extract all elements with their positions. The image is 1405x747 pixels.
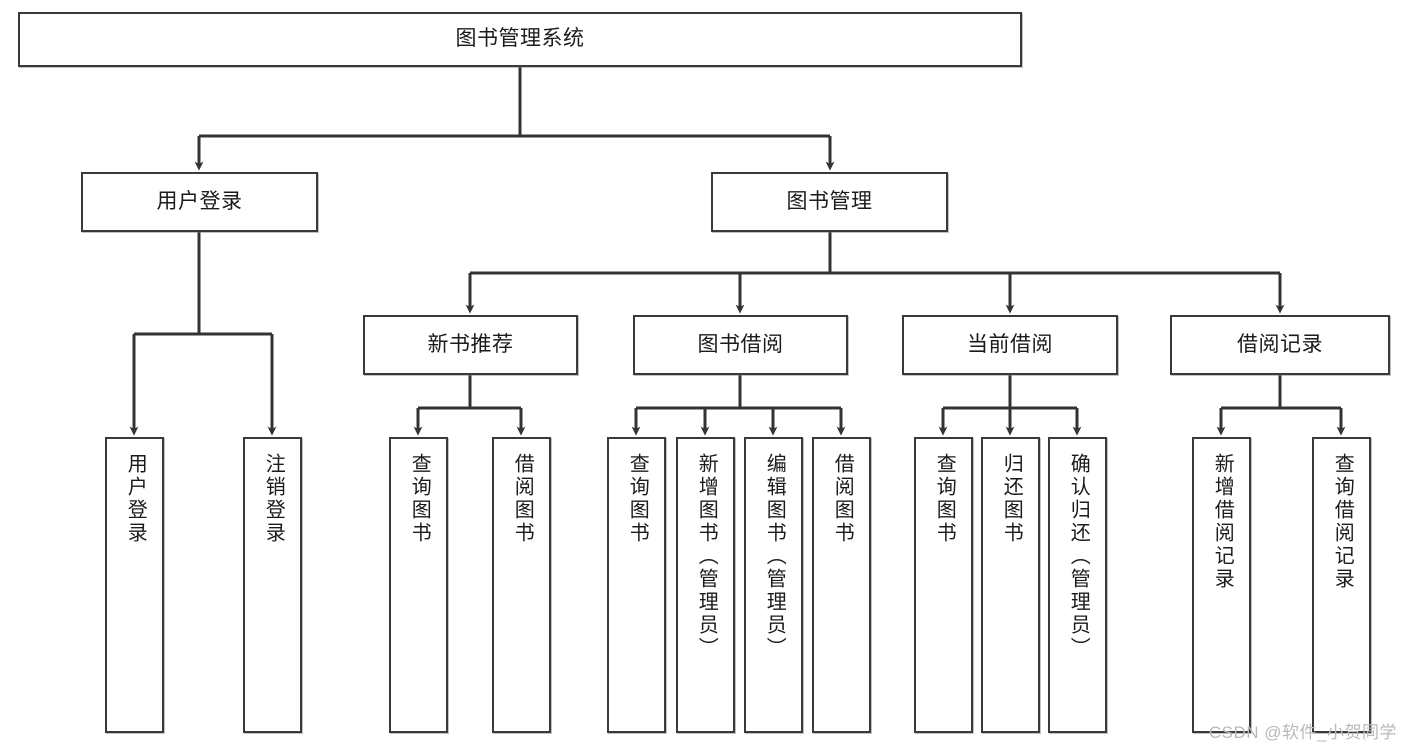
leaf-borrow-book-b[interactable]: 借阅图书: [812, 437, 871, 733]
leaf-return-book[interactable]: 归还图书: [981, 437, 1040, 733]
leaf-return-book-label: 归还图书: [1000, 453, 1023, 545]
leaf-user-login[interactable]: 用户登录: [105, 437, 164, 733]
leaf-confirm-return-label: 确认归还（管理员）: [1067, 453, 1090, 660]
node-borrow-record-label: 借阅记录: [1237, 332, 1323, 356]
leaf-borrow-book-a[interactable]: 借阅图书: [492, 437, 551, 733]
leaf-query-book-c[interactable]: 查询图书: [914, 437, 973, 733]
leaf-query-book-b[interactable]: 查询图书: [607, 437, 666, 733]
node-book-borrow[interactable]: 图书借阅: [633, 315, 848, 375]
node-book-manage-label: 图书管理: [786, 189, 873, 213]
leaf-add-book-label: 新增图书（管理员）: [695, 453, 718, 660]
leaf-logout-label: 注销登录: [262, 453, 285, 545]
node-new-book-recommend-label: 新书推荐: [427, 332, 514, 356]
leaf-borrow-book-a-label: 借阅图书: [511, 453, 534, 545]
leaf-user-login-label: 用户登录: [124, 453, 147, 545]
leaf-borrow-book-b-label: 借阅图书: [831, 453, 854, 545]
node-user-login[interactable]: 用户登录: [81, 172, 318, 232]
leaf-confirm-return[interactable]: 确认归还（管理员）: [1048, 437, 1107, 733]
leaf-add-record-label: 新增借阅记录: [1211, 453, 1234, 591]
leaf-query-book-b-label: 查询图书: [626, 453, 649, 545]
node-root-label: 图书管理系统: [455, 27, 585, 51]
leaf-add-book[interactable]: 新增图书（管理员）: [676, 437, 735, 733]
node-book-borrow-label: 图书借阅: [697, 332, 784, 356]
node-root[interactable]: 图书管理系统: [18, 12, 1022, 67]
node-user-login-label: 用户登录: [156, 189, 243, 213]
leaf-query-record[interactable]: 查询借阅记录: [1312, 437, 1371, 733]
node-current-borrow[interactable]: 当前借阅: [902, 315, 1118, 375]
leaf-edit-book-label: 编辑图书（管理员）: [763, 453, 786, 660]
node-borrow-record[interactable]: 借阅记录: [1170, 315, 1390, 375]
leaf-logout[interactable]: 注销登录: [243, 437, 302, 733]
node-current-borrow-label: 当前借阅: [967, 332, 1053, 356]
leaf-query-book-c-label: 查询图书: [933, 453, 956, 545]
node-book-manage[interactable]: 图书管理: [711, 172, 948, 232]
leaf-edit-book[interactable]: 编辑图书（管理员）: [744, 437, 803, 733]
leaf-query-record-label: 查询借阅记录: [1331, 453, 1354, 591]
leaf-add-record[interactable]: 新增借阅记录: [1192, 437, 1251, 733]
watermark: CSDN @软件_小贺同学: [1208, 723, 1397, 742]
leaf-query-book-a-label: 查询图书: [408, 453, 431, 545]
leaf-query-book-a[interactable]: 查询图书: [389, 437, 448, 733]
node-new-book-recommend[interactable]: 新书推荐: [363, 315, 578, 375]
